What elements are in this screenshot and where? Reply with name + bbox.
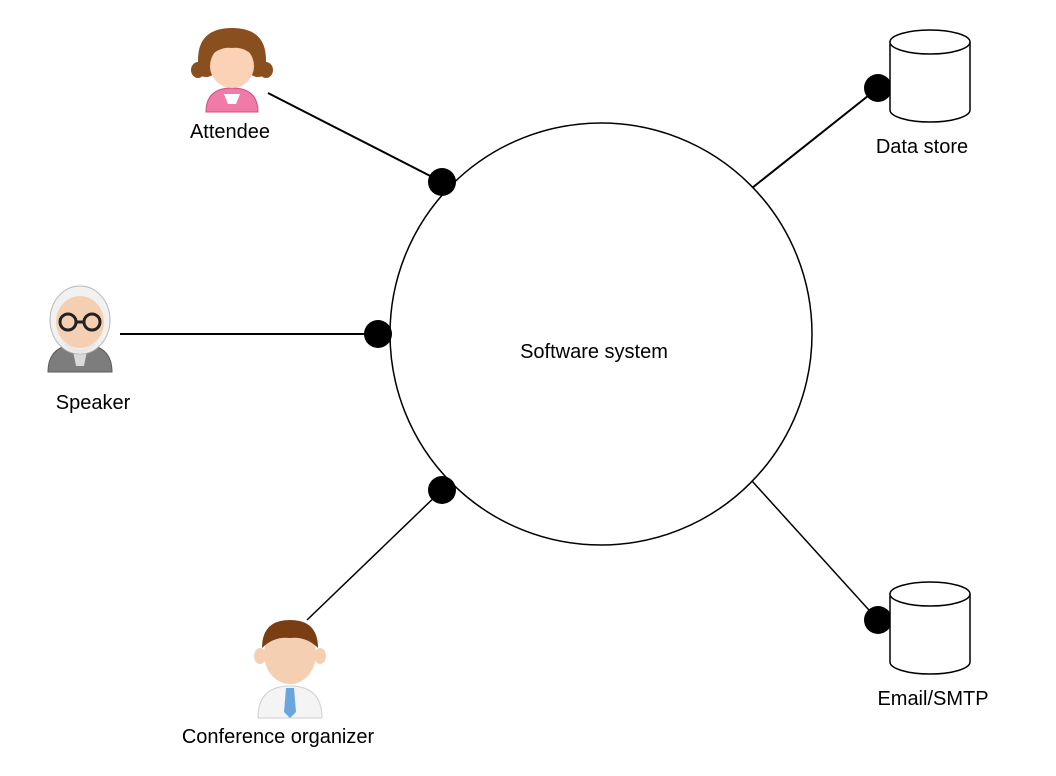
speaker-label: Speaker [56, 392, 131, 414]
attendee-endpoint-dot [428, 168, 456, 196]
organizer-endpoint-dot [428, 476, 456, 504]
data-store-endpoint-dot [864, 74, 892, 102]
attendee-label: Attendee [190, 121, 270, 143]
email-label: Email/SMTP [877, 688, 988, 710]
speaker-endpoint-dot [364, 320, 392, 348]
organizer-label: Conference organizer [182, 726, 375, 748]
organizer-icon [254, 620, 326, 719]
organizer-connector [306, 489, 443, 621]
speaker-icon [47, 285, 113, 373]
data-store-cylinder-icon [889, 29, 971, 123]
attendee-connector [267, 92, 443, 183]
attendee-icon [191, 28, 273, 113]
email-connector [751, 480, 879, 621]
email-cylinder-icon [889, 581, 971, 675]
software-system-label: Software system [520, 341, 668, 363]
data-store-connector [751, 87, 879, 189]
email-endpoint-dot [864, 606, 892, 634]
data-store-label: Data store [876, 136, 968, 158]
